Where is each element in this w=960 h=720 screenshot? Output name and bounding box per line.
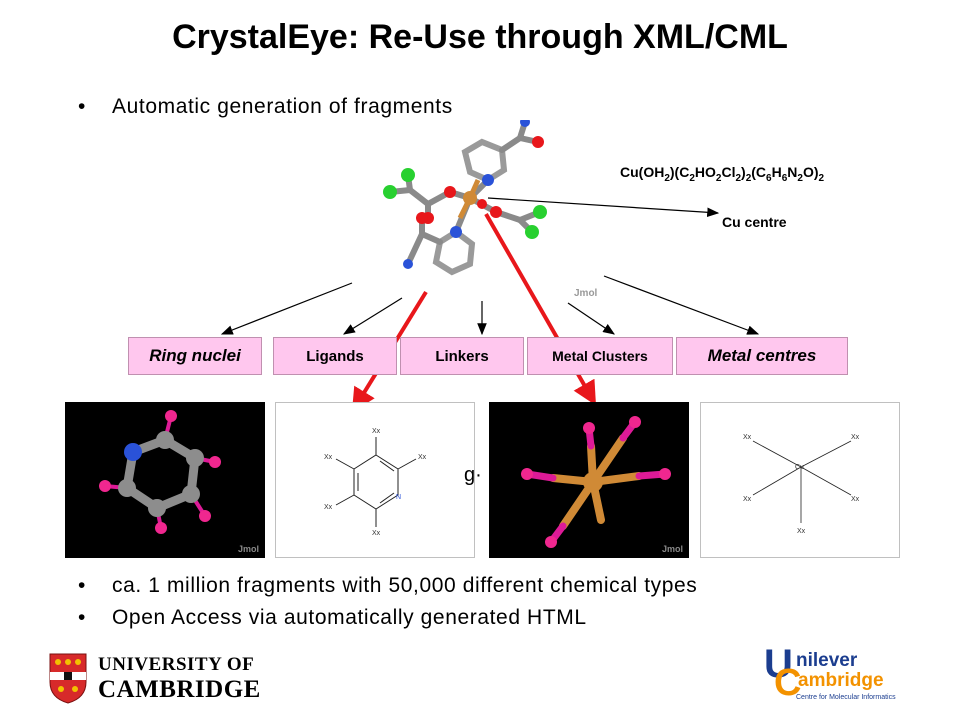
molecular-formula: Cu(OH2)(C2HO2Cl2)2(C6H6N2O)2: [620, 164, 825, 184]
cu-centre-label: Cu centre: [722, 214, 787, 230]
arrow-to-metal-centres: [603, 275, 760, 335]
category-linkers[interactable]: Linkers: [400, 337, 524, 375]
svg-text:N: N: [396, 494, 401, 501]
bullet-text: Open Access via automatically generated …: [112, 606, 587, 629]
slide-title: CrystalEye: Re-Use through XML/CML: [172, 18, 788, 56]
jmol-label-right: Jmol: [661, 544, 683, 554]
svg-text:Xx: Xx: [851, 434, 860, 441]
cu-centre-3d-model: [521, 416, 671, 548]
svg-text:Xx: Xx: [743, 496, 752, 503]
svg-text:Cu: Cu: [795, 464, 804, 471]
arrow-to-ligands: [342, 297, 403, 335]
bullet-dot-icon: •: [78, 574, 86, 597]
cambridge-crest-icon: [49, 653, 87, 704]
panel-pyridine-2d: Xx Xx Xx Xx Xx N: [275, 402, 475, 558]
svg-text:Xx: Xx: [418, 454, 427, 461]
arrow-to-ring-nuclei: [220, 282, 353, 335]
svg-text:Xx: Xx: [324, 504, 333, 511]
category-metal-centres[interactable]: Metal centres: [676, 337, 848, 375]
arrow-to-metal-clusters: [567, 302, 615, 335]
bullet-fragment-count: • ca. 1 million fragments with 50,000 di…: [78, 574, 698, 598]
jmol-label-top: Jmol: [574, 288, 598, 299]
arrow-to-cu-centre: [487, 197, 720, 218]
svg-text:Xx: Xx: [851, 496, 860, 503]
pyridine-3d-model: [99, 410, 221, 534]
unilever-u-icon: U: [764, 642, 793, 686]
panel-pyridine-3d: Jmol: [65, 402, 265, 558]
category-metal-clusters[interactable]: Metal Clusters: [527, 337, 673, 375]
svg-text:Xx: Xx: [372, 530, 381, 537]
panel-cu-3d: Jmol: [489, 402, 689, 558]
category-ring-nuclei[interactable]: Ring nuclei: [128, 337, 262, 375]
unilever-cambridge-logo: U C nilever ambridge Centre for Molecula…: [764, 642, 896, 704]
bullet-dot-icon: •: [78, 606, 86, 629]
bullet-open-access: • Open Access via automatically generate…: [78, 606, 587, 630]
svg-text:Xx: Xx: [324, 454, 333, 461]
bullet-text: ca. 1 million fragments with 50,000 diff…: [112, 574, 698, 597]
bullet-text: Automatic generation of fragments: [112, 95, 453, 118]
molecule-3d-model: [383, 120, 547, 276]
bullet-automatic-generation: • Automatic generation of fragments: [78, 95, 453, 119]
pyridine-2d-diagram: Xx Xx Xx Xx Xx N: [324, 428, 427, 537]
bullet-dot-icon: •: [78, 95, 86, 118]
partially-hidden-text: g·: [464, 464, 482, 486]
category-ligands[interactable]: Ligands: [273, 337, 397, 375]
svg-text:Xx: Xx: [743, 434, 752, 441]
svg-text:Xx: Xx: [797, 528, 806, 535]
cu-centre-2d-diagram: Cu Xx Xx Xx Xx Xx: [743, 434, 860, 535]
jmol-label-left: Jmol: [237, 544, 259, 554]
panel-cu-2d: Cu Xx Xx Xx Xx Xx: [700, 402, 900, 558]
university-of-cambridge-logo: UNIVERSITY OF CAMBRIDGE: [48, 652, 288, 706]
svg-text:Xx: Xx: [372, 428, 381, 435]
unilever-c-icon: C: [774, 662, 802, 704]
